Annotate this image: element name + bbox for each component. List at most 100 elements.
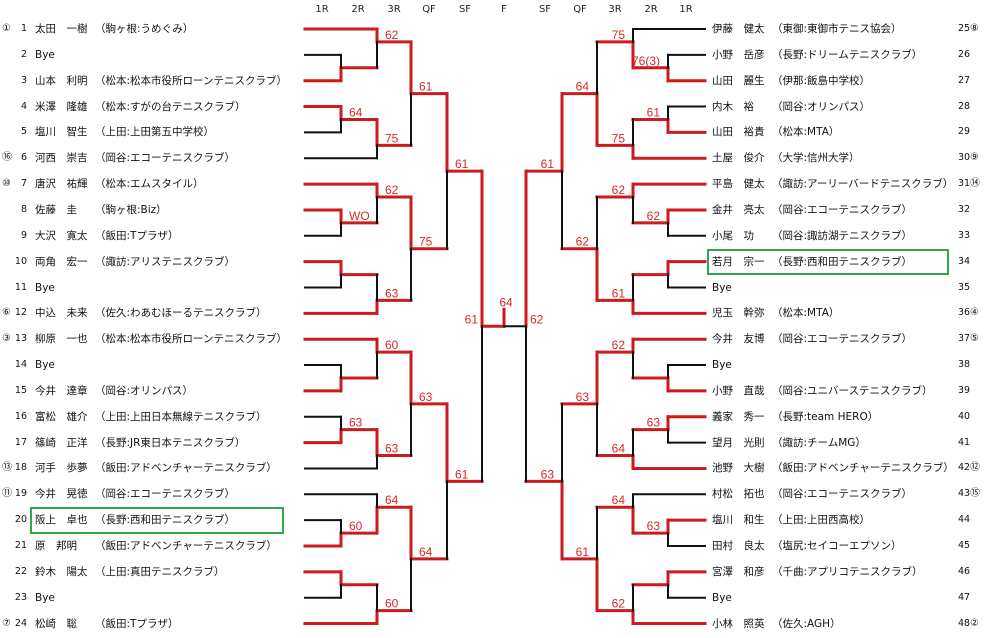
seed-badge: ⑭ bbox=[970, 178, 980, 190]
match-score: 64 bbox=[612, 442, 626, 456]
player-affiliation: （岡谷:エコーテニスクラブ） bbox=[772, 333, 913, 346]
player-name: 平島 健太 bbox=[712, 178, 765, 191]
seed-badge: ⑥ bbox=[2, 307, 11, 319]
player-affiliation: （松本:松本市役所ローンテニスクラブ） bbox=[95, 74, 288, 87]
player-number: 17 bbox=[14, 436, 27, 448]
player-affiliation: （上田:上田西高校） bbox=[772, 514, 871, 527]
player-row: 小野 直哉（岡谷:ユニバーステニスクラブ）39 bbox=[0, 382, 993, 400]
match-score: 62 bbox=[385, 183, 399, 197]
player-affiliation: （岡谷:エコーテニスクラブ） bbox=[772, 488, 913, 501]
round-label-right-3r: 3R bbox=[608, 4, 622, 15]
round-label-right-1r: 1R bbox=[679, 4, 693, 15]
player-name: 篠崎 正洋 bbox=[35, 436, 88, 449]
player-affiliation: （長野:team HERO） bbox=[772, 410, 879, 423]
player-affiliation: （上田:上田第五中学校） bbox=[95, 126, 215, 139]
player-number: 47 bbox=[958, 591, 971, 603]
player-name: 阪上 卓也 bbox=[35, 514, 88, 527]
player-number: 42 bbox=[958, 462, 971, 474]
player-affiliation: （佐久:わあむほーるテニスクラブ） bbox=[95, 307, 267, 320]
match-score: 61 bbox=[612, 286, 626, 300]
player-number: 40 bbox=[958, 410, 971, 422]
match-score: 76(3) bbox=[632, 54, 660, 68]
player-name: 宮澤 和彦 bbox=[712, 565, 765, 578]
player-number: 16 bbox=[14, 410, 27, 422]
match-score: 64 bbox=[385, 493, 399, 507]
player-number: 21 bbox=[14, 540, 27, 551]
player-row: 田村 良太（塩尻:セイコーエプソン）45 bbox=[0, 537, 993, 555]
player-number: 14 bbox=[14, 359, 27, 371]
seed-badge: ⑤ bbox=[970, 333, 979, 345]
player-affiliation: （大学:信州大学） bbox=[772, 152, 860, 165]
player-number: 22 bbox=[14, 565, 27, 577]
player-name: 米澤 隆雄 bbox=[35, 100, 88, 113]
player-number: 15 bbox=[14, 384, 27, 396]
match-score: 61 bbox=[541, 157, 555, 171]
player-name: 両角 宏一 bbox=[35, 255, 88, 268]
player-number: 18 bbox=[14, 462, 27, 474]
seed-badge: ⑯ bbox=[2, 152, 12, 164]
player-affiliation: （松本:エムスタイル） bbox=[95, 178, 204, 191]
seed-badge: ④ bbox=[970, 307, 979, 319]
player-name: Bye bbox=[35, 48, 55, 61]
player-number: 46 bbox=[958, 565, 971, 577]
player-affiliation: （東御:東御市テニス協会） bbox=[772, 23, 902, 35]
match-score: 62 bbox=[612, 338, 626, 352]
player-number: 26 bbox=[958, 48, 971, 60]
player-name: 松崎 聡 bbox=[35, 617, 77, 630]
match-score: 62 bbox=[612, 597, 626, 611]
player-affiliation: （岡谷:諏訪湖テニスクラブ） bbox=[772, 229, 913, 242]
round-label-right-2r: 2R bbox=[644, 4, 658, 15]
player-number: 9 bbox=[20, 229, 27, 241]
match-score: 62 bbox=[576, 235, 590, 249]
match-score: 61 bbox=[455, 467, 469, 481]
player-name: Bye bbox=[712, 359, 732, 372]
player-name: 若月 宗一 bbox=[712, 255, 765, 268]
match-score: WO bbox=[349, 209, 370, 223]
player-number: 34 bbox=[958, 255, 971, 267]
player-name: Bye bbox=[712, 591, 732, 604]
player-number: 12 bbox=[14, 307, 27, 319]
player-row: 望月 光則（諏訪:チームMG）41 bbox=[0, 434, 993, 452]
player-name: 内木 裕 bbox=[712, 100, 754, 113]
match-score: 63 bbox=[541, 467, 555, 481]
match-score: 75 bbox=[419, 235, 433, 249]
player-number: 39 bbox=[958, 384, 971, 396]
seed-badge: ⑬ bbox=[2, 462, 12, 474]
player-name: 児玉 幹弥 bbox=[712, 307, 765, 320]
match-score: 64 bbox=[612, 493, 626, 507]
player-row: 宮澤 和彦（千曲:アプリコテニスクラブ）46 bbox=[0, 563, 993, 581]
player-name: 中込 未来 bbox=[35, 307, 88, 320]
player-affiliation: （岡谷:エコーテニスクラブ） bbox=[772, 203, 913, 216]
player-name: 池野 大樹 bbox=[712, 462, 765, 475]
player-row: Bye 47 bbox=[0, 589, 993, 607]
match-score: 63 bbox=[419, 390, 433, 404]
player-affiliation: （飯田:Tプラザ） bbox=[95, 229, 179, 242]
seed-badge: ③ bbox=[2, 333, 11, 345]
player-affiliation: （松本:MTA） bbox=[772, 307, 840, 320]
player-number: 35 bbox=[958, 281, 971, 293]
player-number: 36 bbox=[958, 307, 971, 319]
player-number: 31 bbox=[958, 178, 971, 190]
player-name: 塩川 智生 bbox=[35, 126, 88, 139]
player-affiliation: （諏訪:アーリーバードテニスクラブ） bbox=[772, 178, 954, 191]
match-score: 61 bbox=[455, 157, 469, 171]
round-label-left-1r: 1R bbox=[315, 4, 329, 15]
player-affiliation: （飯田:アドベンチャーテニスクラブ） bbox=[95, 540, 277, 552]
round-label-left-2r: 2R bbox=[351, 4, 365, 15]
match-score: 64 bbox=[419, 545, 433, 559]
player-number: 32 bbox=[958, 203, 971, 215]
player-affiliation: （岡谷:エコーテニスクラブ） bbox=[95, 152, 236, 165]
